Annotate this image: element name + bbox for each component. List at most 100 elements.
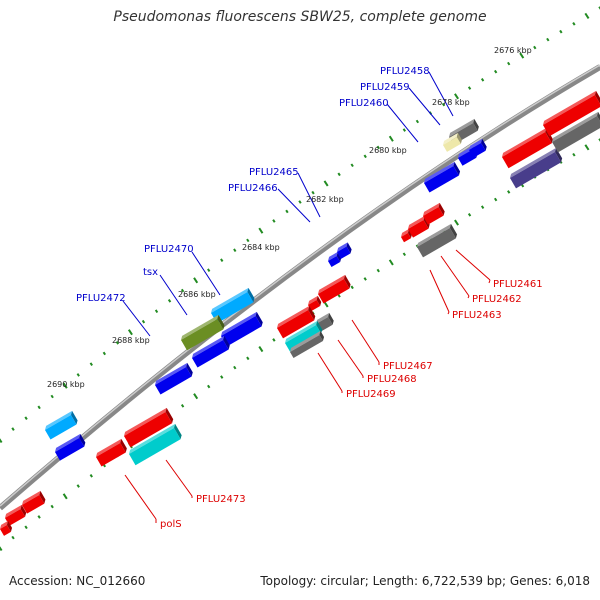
tick-mark bbox=[584, 144, 590, 151]
gene-arrow[interactable] bbox=[468, 138, 489, 158]
tick-mark bbox=[519, 52, 525, 59]
genome-backbone bbox=[0, 64, 600, 511]
tick-mark bbox=[0, 544, 3, 552]
tick-mark bbox=[559, 29, 563, 34]
tick-mark bbox=[584, 12, 590, 19]
tick-mark bbox=[76, 373, 80, 377]
gene-arrow[interactable] bbox=[416, 223, 459, 258]
tick-mark bbox=[207, 268, 211, 273]
gene-label-pflu2473[interactable]: PFLU2473 bbox=[196, 494, 246, 505]
tick-mark bbox=[598, 6, 600, 10]
gene-label-pflu2461[interactable]: PFLU2461 bbox=[493, 279, 543, 290]
tick-mark bbox=[598, 138, 600, 142]
tick-mark bbox=[141, 319, 146, 324]
tick-mark bbox=[180, 288, 185, 293]
leader-line bbox=[386, 103, 419, 143]
gene-arrow[interactable] bbox=[276, 305, 317, 339]
tick-mark bbox=[272, 338, 276, 342]
leader-line bbox=[488, 279, 491, 284]
gene-arrow[interactable] bbox=[551, 111, 600, 153]
tick-label: 2686 kbp bbox=[178, 290, 216, 299]
leader-line bbox=[337, 339, 364, 377]
leader-line bbox=[455, 249, 491, 281]
gene-label-pflu2472[interactable]: PFLU2472 bbox=[76, 293, 126, 304]
tick-mark bbox=[467, 86, 472, 90]
leader-line bbox=[447, 311, 450, 315]
leader-line bbox=[429, 269, 450, 313]
tick-mark bbox=[62, 382, 68, 389]
gene-arrow[interactable] bbox=[123, 407, 175, 448]
tick-mark bbox=[220, 375, 224, 379]
gene-label-pflu2465[interactable]: PFLU2465 bbox=[249, 167, 299, 178]
gene-arrow[interactable] bbox=[317, 274, 353, 304]
gene-label-tsx[interactable]: tsx bbox=[143, 267, 158, 278]
gene-arrow[interactable] bbox=[336, 242, 354, 259]
gene-arrow[interactable] bbox=[210, 287, 256, 324]
tick-label: 2688 kbp bbox=[112, 336, 150, 345]
tick-mark bbox=[350, 285, 354, 290]
tick-mark bbox=[363, 154, 367, 159]
gene-arrow[interactable] bbox=[0, 520, 14, 536]
tick-label: 2684 kbp bbox=[242, 243, 280, 252]
tick-mark bbox=[246, 356, 250, 361]
tick-mark bbox=[193, 393, 199, 400]
tick-mark bbox=[388, 135, 394, 142]
tick-mark bbox=[363, 277, 367, 281]
tick-mark bbox=[533, 45, 537, 50]
gene-label-pflu2463[interactable]: PFLU2463 bbox=[452, 310, 502, 321]
gene-arrow[interactable] bbox=[154, 362, 195, 395]
gene-label-pols[interactable]: polS bbox=[160, 519, 182, 530]
labels-layer: PFLU2458PFLU2459PFLU2460PFLU2465PFLU2466… bbox=[47, 46, 543, 530]
gene-arrow[interactable] bbox=[289, 330, 326, 359]
gene-arrow[interactable] bbox=[327, 251, 343, 268]
gene-arrow[interactable] bbox=[400, 228, 414, 243]
leader-line bbox=[317, 352, 343, 392]
leader-line bbox=[159, 274, 188, 316]
gene-arrow[interactable] bbox=[542, 90, 600, 137]
tick-mark bbox=[24, 525, 28, 530]
genes-layer bbox=[0, 90, 600, 536]
gene-arrow[interactable] bbox=[180, 314, 226, 351]
tick-mark bbox=[572, 21, 576, 26]
gene-arrow[interactable] bbox=[4, 504, 28, 526]
tick-mark bbox=[258, 346, 264, 353]
gene-arrow[interactable] bbox=[307, 295, 323, 312]
tick-label: 2678 kbp bbox=[432, 98, 470, 107]
gene-label-pflu2458[interactable]: PFLU2458 bbox=[380, 66, 430, 77]
tick-mark bbox=[24, 416, 28, 421]
tick-mark bbox=[272, 219, 276, 223]
gene-arrow[interactable] bbox=[44, 410, 80, 440]
tick-mark bbox=[220, 258, 224, 262]
tick-mark bbox=[298, 200, 302, 204]
gene-label-pflu2460[interactable]: PFLU2460 bbox=[339, 98, 389, 109]
tick-mark bbox=[441, 102, 446, 107]
gene-arrow[interactable] bbox=[220, 311, 265, 347]
gene-label-pflu2462[interactable]: PFLU2462 bbox=[472, 294, 522, 305]
genome-stats-text: Topology: circular; Length: 6,722,539 bp… bbox=[260, 574, 590, 588]
gene-label-pflu2468[interactable]: PFLU2468 bbox=[367, 374, 417, 385]
tick-mark bbox=[50, 504, 54, 509]
gene-arrow[interactable] bbox=[95, 438, 129, 467]
tick-mark bbox=[376, 268, 380, 273]
tick-label: 2690 kbp bbox=[47, 380, 85, 389]
leader-line bbox=[191, 251, 221, 296]
gene-arrow[interactable] bbox=[21, 490, 47, 514]
gene-arrow[interactable] bbox=[128, 423, 184, 466]
gene-label-pflu2459[interactable]: PFLU2459 bbox=[360, 82, 410, 93]
leader-lines-layer bbox=[122, 71, 491, 523]
gene-arrow[interactable] bbox=[423, 161, 462, 193]
gene-arrow[interactable] bbox=[284, 320, 324, 352]
tick-mark bbox=[180, 404, 185, 408]
gene-arrow[interactable] bbox=[442, 132, 464, 152]
gene-label-pflu2467[interactable]: PFLU2467 bbox=[383, 361, 433, 372]
gene-label-pflu2466[interactable]: PFLU2466 bbox=[228, 183, 278, 194]
gene-arrow[interactable] bbox=[54, 433, 87, 461]
gene-label-pflu2470[interactable]: PFLU2470 bbox=[144, 244, 194, 255]
tick-label: 2682 kbp bbox=[306, 195, 344, 204]
gene-arrow[interactable] bbox=[191, 335, 232, 368]
gene-arrow[interactable] bbox=[422, 202, 447, 225]
gene-label-pflu2469[interactable]: PFLU2469 bbox=[346, 389, 396, 400]
tick-mark bbox=[454, 219, 459, 226]
gene-arrow[interactable] bbox=[509, 147, 564, 189]
tick-label: 2680 kbp bbox=[369, 146, 407, 155]
